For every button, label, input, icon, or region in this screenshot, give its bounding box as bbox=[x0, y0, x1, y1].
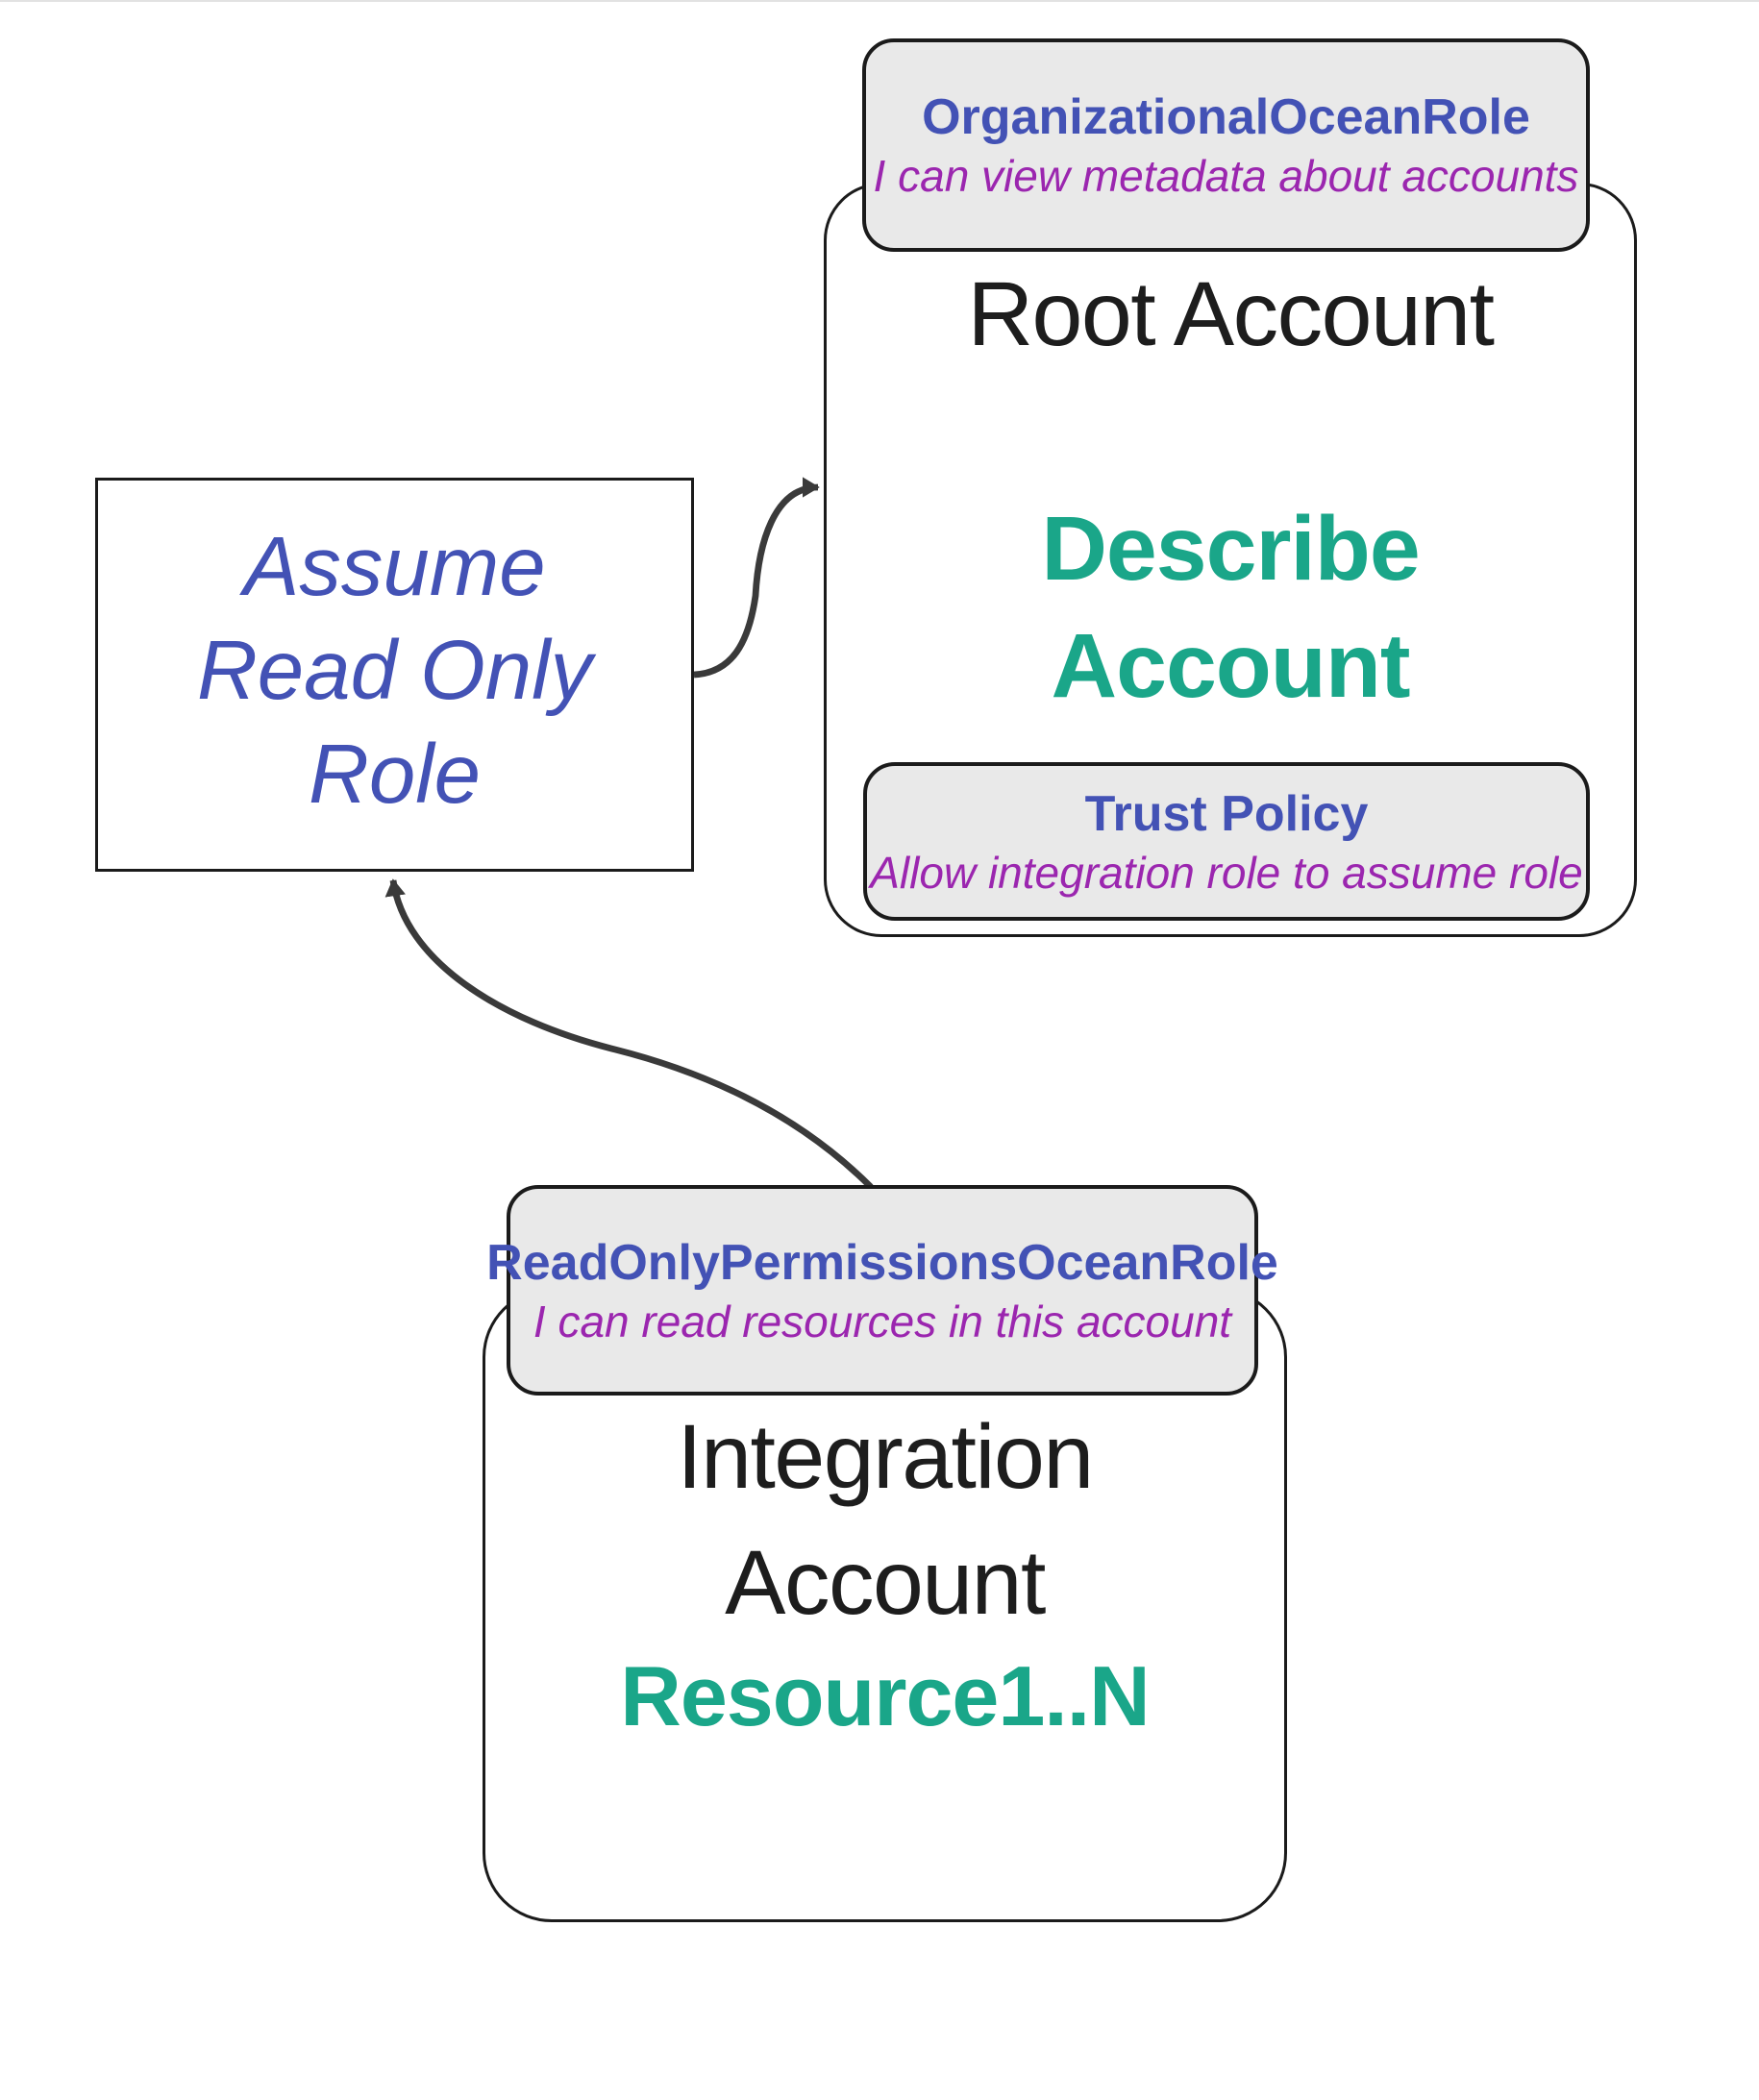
organizational-role-description: I can view metadata about accounts bbox=[873, 151, 1579, 201]
readonly-permissions-role-badge: ReadOnlyPermissionsOceanRole I can read … bbox=[486, 1185, 1278, 1396]
readonly-role-description: I can read resources in this account bbox=[533, 1296, 1232, 1346]
integration-resource-label: Resource1..N bbox=[620, 1648, 1150, 1743]
integration-to-assume-arrow bbox=[384, 878, 874, 1190]
integration-title-line-2: Account bbox=[725, 1532, 1046, 1634]
organizational-role-name: OrganizationalOceanRole bbox=[922, 89, 1530, 145]
integration-title-line-1: Integration bbox=[677, 1406, 1094, 1508]
trust-policy-description: Allow integration role to assume role bbox=[870, 847, 1583, 898]
trust-policy-badge: Trust Policy Allow integration role to a… bbox=[863, 762, 1590, 921]
readonly-role-name: ReadOnlyPermissionsOceanRole bbox=[486, 1234, 1278, 1291]
assume-line-1: Assume bbox=[243, 520, 546, 613]
action-line-2: Account bbox=[1051, 615, 1411, 717]
assume-read-only-role-box bbox=[95, 478, 694, 872]
integration-account-title: Integration Account bbox=[483, 1395, 1287, 1646]
action-line-1: Describe bbox=[1041, 498, 1420, 600]
root-account-action: Describe Account bbox=[824, 490, 1637, 725]
root-account-title: Root Account bbox=[967, 263, 1495, 365]
trust-policy-title: Trust Policy bbox=[1084, 785, 1369, 842]
assume-line-2: Read Only bbox=[196, 624, 593, 717]
assume-to-root-arrow bbox=[693, 477, 820, 679]
assume-line-3: Role bbox=[309, 728, 481, 821]
organizational-ocean-role-badge: OrganizationalOceanRole I can view metad… bbox=[862, 38, 1590, 252]
assume-role-label: Assume Read Only Role bbox=[95, 515, 694, 827]
